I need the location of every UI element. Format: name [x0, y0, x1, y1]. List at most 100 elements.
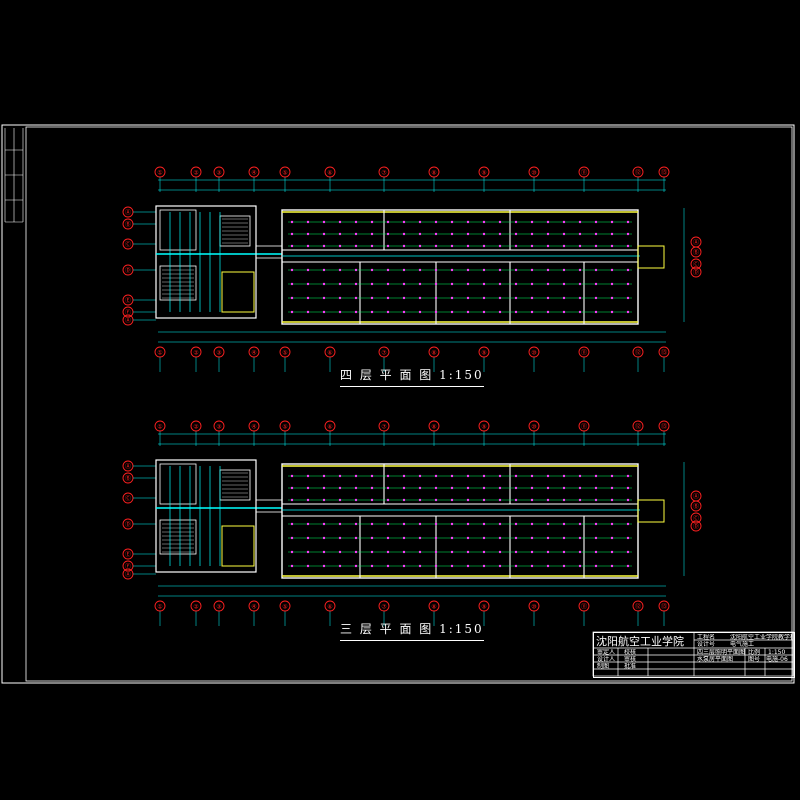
light-fixture	[498, 232, 502, 236]
light-fixture	[546, 310, 550, 314]
light-fixture	[482, 232, 486, 236]
axis-label: ⑧	[431, 424, 436, 431]
row-axis-label-right: Ⓑ	[693, 503, 699, 511]
axis-bubble	[213, 600, 225, 612]
light-fixture	[498, 296, 502, 300]
light-fixture	[290, 282, 294, 286]
light-fixture	[450, 310, 454, 314]
light-fixture	[514, 244, 518, 248]
light-fixture	[482, 550, 486, 554]
light-fixture	[434, 282, 438, 286]
axis-label: ⑩	[531, 424, 536, 431]
light-fixture	[402, 282, 406, 286]
light-fixture	[482, 498, 486, 502]
light-fixture	[338, 296, 342, 300]
light-fixture	[546, 564, 550, 568]
light-fixture	[402, 550, 406, 554]
axis-label: ②	[193, 170, 199, 177]
row-axis-label: Ⓑ	[125, 221, 131, 229]
axis-label: ①	[157, 424, 162, 431]
light-fixture	[530, 296, 534, 300]
light-fixture	[386, 310, 390, 314]
light-fixture	[306, 536, 310, 540]
light-fixture	[370, 522, 374, 526]
light-fixture	[402, 268, 406, 272]
light-fixture	[370, 232, 374, 236]
light-fixture	[418, 498, 422, 502]
light-fixture	[466, 268, 470, 272]
tb-designer-label: 设计人	[597, 656, 616, 663]
light-fixture	[402, 536, 406, 540]
light-fixture	[322, 498, 326, 502]
light-fixture	[578, 474, 582, 478]
light-fixture	[386, 282, 390, 286]
light-fixture	[562, 220, 566, 224]
light-fixture	[370, 220, 374, 224]
light-fixture	[482, 268, 486, 272]
light-fixture	[434, 474, 438, 478]
axis-label: ⑬	[661, 169, 667, 177]
axis-bubble	[528, 600, 540, 612]
light-fixture	[290, 564, 294, 568]
light-fixture	[530, 522, 534, 526]
axis-label: ③	[216, 604, 221, 611]
axis-label: ④	[251, 424, 256, 431]
axis-label: ⑦	[381, 604, 387, 611]
light-fixture	[354, 474, 358, 478]
axis-label: ⑨	[481, 170, 486, 177]
light-fixture	[290, 296, 294, 300]
light-fixture	[610, 522, 614, 526]
axis-label: ⑬	[661, 423, 667, 431]
row-axis-label: Ⓔ	[125, 297, 131, 305]
east-entrance	[637, 245, 665, 269]
light-fixture	[514, 282, 518, 286]
light-fixture	[498, 282, 502, 286]
row-axis-bubble-right	[690, 520, 702, 532]
light-fixture	[354, 564, 358, 568]
light-fixture	[322, 486, 326, 490]
light-fixture	[530, 220, 534, 224]
light-fixture	[370, 564, 374, 568]
axis-bubble	[528, 166, 540, 178]
light-fixture	[562, 550, 566, 554]
axis-label: ⑦	[381, 170, 387, 177]
light-fixture	[418, 310, 422, 314]
light-fixture	[482, 296, 486, 300]
light-fixture	[578, 522, 582, 526]
light-fixture	[482, 486, 486, 490]
axis-label: ③	[216, 170, 221, 177]
stair-room	[159, 265, 197, 301]
light-fixture	[498, 550, 502, 554]
axis-label: ⑥	[327, 170, 332, 177]
axis-bubble	[378, 166, 390, 178]
light-fixture	[354, 498, 358, 502]
light-fixture	[530, 310, 534, 314]
plan-title-fourth-floor: 四 层 平 面 图 1:150	[340, 366, 484, 387]
light-fixture	[386, 498, 390, 502]
light-fixture	[594, 220, 598, 224]
light-fixture	[466, 522, 470, 526]
light-fixture	[338, 498, 342, 502]
row-axis-label: Ⓐ	[125, 571, 131, 579]
axis-label: ⑪	[581, 169, 587, 177]
axis-label: ⑬	[661, 349, 667, 357]
light-fixture	[450, 522, 454, 526]
axis-bubble	[378, 600, 390, 612]
light-fixture	[498, 564, 502, 568]
light-fixture	[322, 282, 326, 286]
light-fixture	[514, 310, 518, 314]
light-fixture	[610, 268, 614, 272]
light-fixture	[386, 522, 390, 526]
light-fixture	[498, 244, 502, 248]
light-fixture	[306, 498, 310, 502]
light-fixture	[482, 244, 486, 248]
light-fixture	[546, 244, 550, 248]
light-fixture	[354, 536, 358, 540]
axis-bubble	[428, 166, 440, 178]
light-fixture	[626, 220, 630, 224]
axis-bubble	[632, 420, 644, 432]
axis-bubble	[478, 600, 490, 612]
light-fixture	[322, 244, 326, 248]
tb-drafter-label: 制图	[597, 663, 610, 670]
light-fixture	[322, 220, 326, 224]
